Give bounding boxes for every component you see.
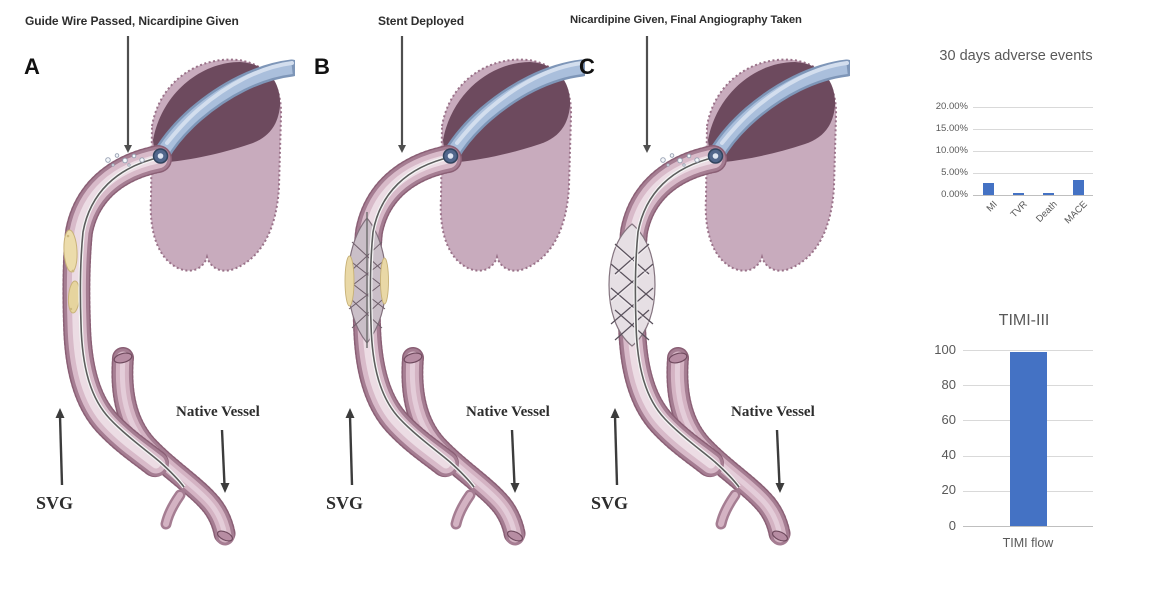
guide-wire: [78, 155, 186, 489]
y-tick-label: 0.00%: [941, 188, 968, 200]
chart-bar: [1009, 351, 1047, 526]
svg-label-arrow: [610, 408, 620, 486]
y-tick-label: 0: [948, 517, 956, 533]
droplets: [660, 153, 700, 167]
y-tick-label: 100: [934, 341, 956, 357]
panel-letter: A: [24, 54, 40, 79]
svg-graft-label: SVG: [591, 493, 629, 513]
chart-gridline: [973, 107, 1093, 108]
catheter-tip: [152, 148, 169, 164]
plaque: [63, 229, 81, 314]
y-tick-label: 40: [941, 447, 956, 463]
procedure-panel: Stent Deployed B: [300, 8, 585, 588]
native-vessel-label-arrow: [775, 429, 785, 493]
caption-pointer-line: [643, 36, 651, 153]
procedure-panel: Nicardipine Given, Final Angiography Tak…: [565, 8, 850, 588]
chart-gridline: [973, 173, 1093, 174]
chart-gridline: [973, 151, 1093, 152]
chart-title: 30 days adverse events: [939, 48, 1093, 64]
guide-wire: [368, 155, 476, 489]
native-vessel: [401, 347, 526, 547]
stent-balloon: [344, 212, 389, 348]
chart-bar: [1072, 180, 1084, 195]
native-vessel-label-arrow: [510, 429, 520, 493]
svg-graft-label: SVG: [326, 493, 364, 513]
chart-gridline: [963, 526, 1093, 527]
chart-bar: [1012, 193, 1024, 195]
vessel-illustration: [344, 36, 585, 547]
native-vessel-label: Native Vessel: [466, 404, 550, 420]
procedure-panel: Guide Wire Passed, Nicardipine Given A: [10, 8, 295, 588]
native-vessel-label: Native Vessel: [176, 404, 260, 420]
svg-graft-label: SVG: [36, 493, 74, 513]
catheter-tube: [442, 59, 585, 164]
native-vessel-label-arrow: [220, 429, 230, 493]
chart-gridline: [963, 350, 1093, 351]
y-tick-label: 20: [941, 482, 956, 498]
heart-shape: [439, 58, 573, 272]
native-vessel-label: Native Vessel: [731, 404, 815, 420]
chart-title: TIMI-III: [998, 312, 1050, 329]
panel-caption: Guide Wire Passed, Nicardipine Given: [25, 14, 239, 28]
y-tick-label: 10.00%: [935, 144, 968, 156]
caption-pointer-line: [398, 36, 406, 153]
adverse-events-chart: 30 days adverse events 20.00% 15.00% 10.00…: [880, 45, 1168, 260]
y-tick-label: 15.00%: [935, 122, 968, 134]
y-tick-label: 5.00%: [941, 166, 968, 178]
catheter-tip: [707, 148, 724, 164]
catheter-tube: [152, 59, 295, 164]
svg-label-arrow: [55, 408, 65, 486]
panel-caption: Stent Deployed: [378, 14, 464, 28]
y-tick-label: 20.00%: [935, 100, 968, 112]
guide-wire: [633, 155, 741, 489]
vessel-illustration: [608, 36, 850, 547]
x-tick-label: TIMI flow: [1002, 536, 1054, 550]
chart-gridline: [973, 129, 1093, 130]
native-vessel: [111, 347, 236, 547]
catheter-tube: [707, 59, 850, 164]
stent-mesh: [608, 223, 656, 347]
panel-caption: Nicardipine Given, Final Angiography Tak…: [570, 14, 802, 26]
y-tick-label: 60: [941, 412, 956, 427]
y-tick-label: 80: [941, 376, 956, 392]
vessel-illustration: [55, 36, 295, 547]
panel-letter: B: [314, 54, 330, 79]
catheter-tip: [442, 148, 459, 164]
svg-graft-vessel: [62, 145, 172, 478]
chart-bar: [982, 183, 994, 195]
native-vessel: [666, 347, 791, 547]
droplets: [105, 153, 145, 167]
chart-bar: [1042, 193, 1054, 195]
svg-label-arrow: [345, 408, 355, 486]
chart-gridline: [973, 195, 1093, 196]
caption-pointer-line: [124, 36, 132, 153]
panel-letter: C: [579, 54, 595, 79]
